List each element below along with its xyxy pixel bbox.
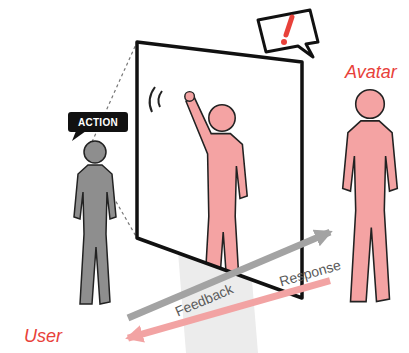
edge-label: Feedback <box>172 281 235 320</box>
figure-head <box>84 141 106 163</box>
exclamation-mark <box>286 17 292 35</box>
response-arrow <box>128 281 330 338</box>
figure-hand <box>185 92 195 102</box>
mirror-frame <box>137 42 302 298</box>
bubble-tail <box>72 131 86 141</box>
figure-label: User <box>24 326 62 347</box>
user-silhouette <box>74 141 116 304</box>
avatar-figure: Avatar <box>330 62 409 305</box>
exclamation-bubble <box>258 10 318 57</box>
edge-label: Response <box>278 256 343 289</box>
figure-head <box>209 105 235 131</box>
figure-body <box>343 121 398 302</box>
speech-bubble: ACTION <box>68 112 128 132</box>
motion-line <box>158 91 162 107</box>
bubble-text: ACTION <box>78 117 118 128</box>
exclamation-dot <box>281 39 287 45</box>
figure-head <box>356 90 385 119</box>
motion-line <box>150 87 155 112</box>
avatar-silhouette <box>343 90 398 302</box>
user-figure: User <box>58 128 128 343</box>
figure-label: Avatar <box>345 62 397 83</box>
figure-body <box>74 165 116 304</box>
